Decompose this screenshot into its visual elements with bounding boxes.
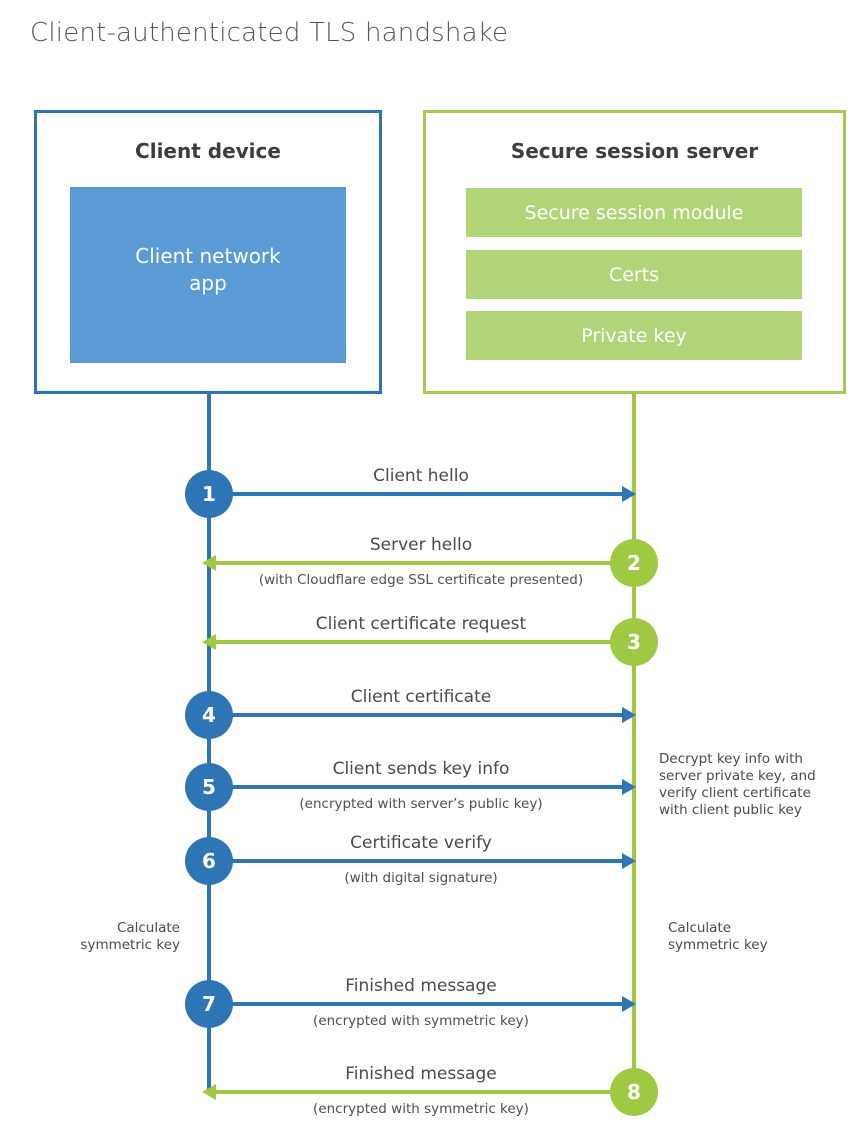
step-number: 6 <box>202 849 216 873</box>
arrow-shaft <box>214 1090 634 1094</box>
certs-bar: Certs <box>466 250 802 299</box>
arrow-shaft <box>214 561 634 565</box>
message-label: Client certificate request <box>315 614 527 634</box>
message-label: Finished message <box>345 976 497 996</box>
page-title: Client-authenticated TLS handshake <box>30 18 509 48</box>
secure-session-module-bar: Secure session module <box>466 188 802 237</box>
step-number: 2 <box>627 551 641 575</box>
message-label: Certificate verify <box>350 833 492 853</box>
arrow-shaft <box>209 713 622 717</box>
step-number-badge: 8 <box>610 1068 658 1116</box>
message-label: Client hello <box>373 466 469 486</box>
private-key-bar: Private key <box>466 311 802 360</box>
step-number-badge: 4 <box>185 691 233 739</box>
arrow-shaft <box>214 640 634 644</box>
step-number: 8 <box>627 1080 641 1104</box>
message-sublabel: (with Cloudflare edge SSL certificate pr… <box>258 572 584 588</box>
step-number-badge: 1 <box>185 470 233 518</box>
arrow-right-icon <box>622 486 636 502</box>
step-number-badge: 6 <box>185 837 233 885</box>
arrow-left-icon <box>202 555 216 571</box>
secure-session-server-heading: Secure session server <box>510 139 759 163</box>
message-sublabel: (with digital signature) <box>344 870 498 886</box>
decrypt-key-info-note: Decrypt key info with server private key… <box>659 751 816 818</box>
calculate-symmetric-key-server-note: Calculate symmetric key <box>668 920 768 953</box>
message-label: Client sends key info <box>332 759 510 779</box>
step-number-badge: 5 <box>185 763 233 811</box>
arrow-right-icon <box>622 707 636 723</box>
message-label: Finished message <box>345 1064 497 1084</box>
client-network-app-box: Client network app <box>70 187 346 363</box>
arrow-right-icon <box>622 853 636 869</box>
step-number: 7 <box>202 992 216 1016</box>
arrow-shaft <box>209 785 622 789</box>
message-sublabel: (encrypted with symmetric key) <box>313 1101 529 1117</box>
client-device-box: Client device Client network app <box>34 110 382 394</box>
arrow-left-icon <box>202 1084 216 1100</box>
step-number-badge: 7 <box>185 980 233 1028</box>
arrow-shaft <box>209 492 622 496</box>
client-lifeline <box>207 394 211 1093</box>
server-lifeline <box>632 394 636 1092</box>
step-number-badge: 2 <box>610 539 658 587</box>
step-number: 1 <box>202 482 216 506</box>
message-sublabel: (encrypted with symmetric key) <box>313 1013 529 1029</box>
arrow-right-icon <box>622 779 636 795</box>
client-device-heading: Client device <box>135 139 281 163</box>
arrow-shaft <box>209 1002 622 1006</box>
step-number: 3 <box>627 630 641 654</box>
message-label: Client certificate <box>350 687 492 707</box>
secure-session-server-box: Secure session server Secure session mod… <box>423 110 846 394</box>
calculate-symmetric-key-client-note: Calculate symmetric key <box>80 920 180 953</box>
message-label: Server hello <box>369 535 473 555</box>
arrow-right-icon <box>622 996 636 1012</box>
arrow-shaft <box>209 859 622 863</box>
arrow-left-icon <box>202 634 216 650</box>
step-number: 4 <box>202 703 216 727</box>
step-number: 5 <box>202 775 216 799</box>
message-sublabel: (encrypted with server’s public key) <box>299 796 543 812</box>
step-number-badge: 3 <box>610 618 658 666</box>
